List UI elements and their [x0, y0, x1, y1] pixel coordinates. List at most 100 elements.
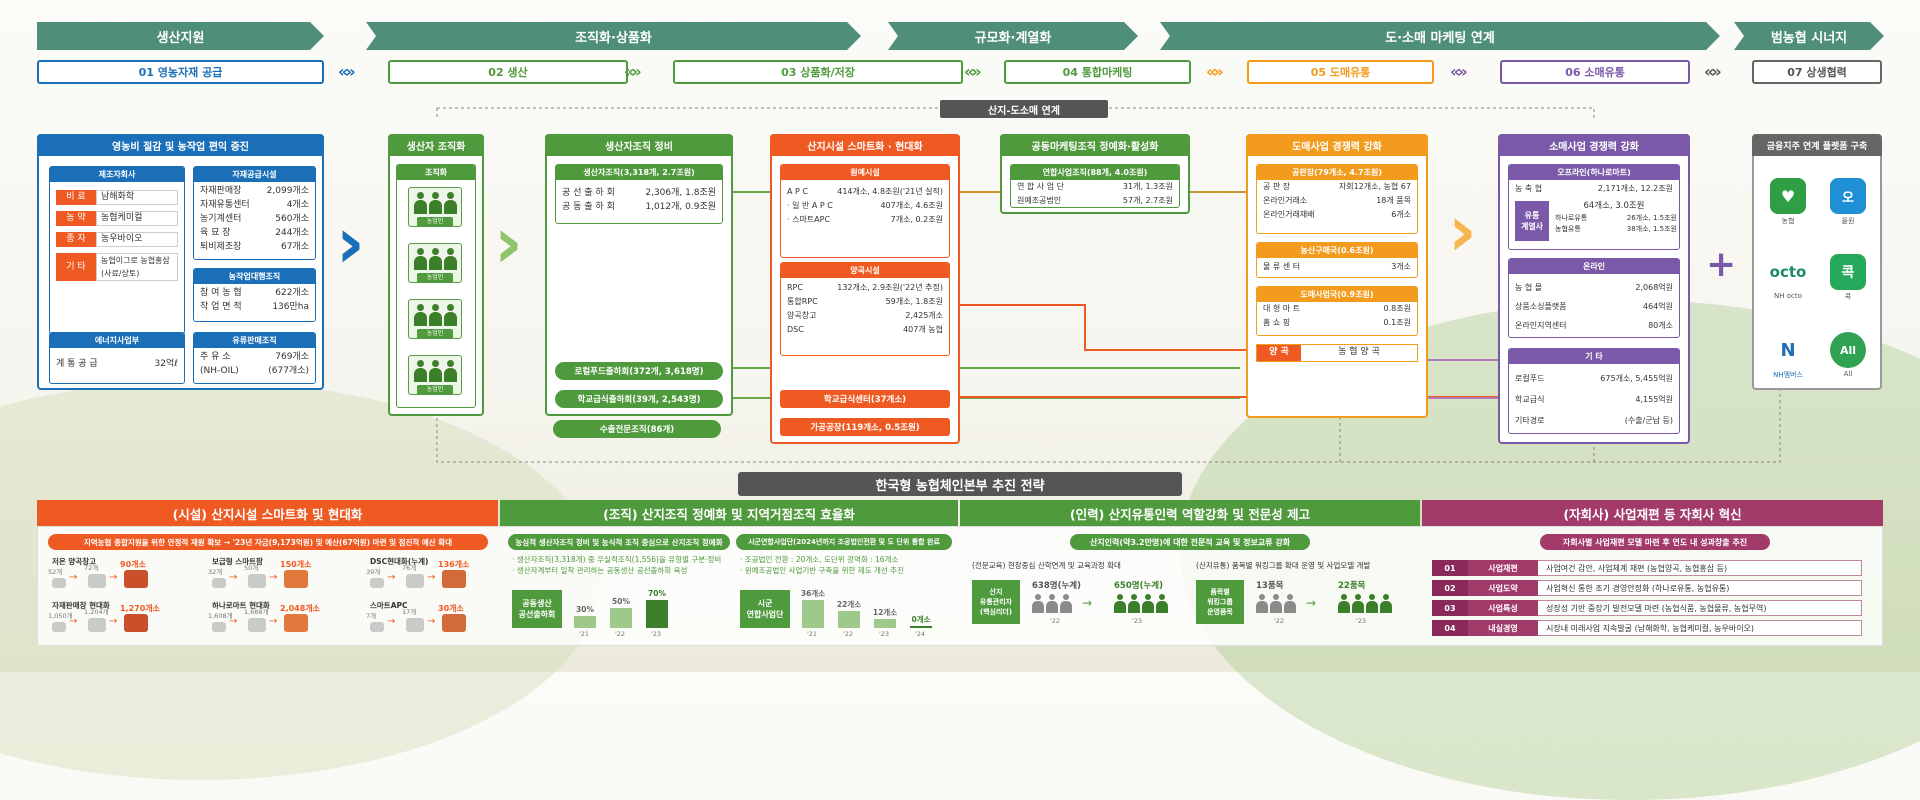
- b3-chart2-value: 22품목: [1338, 581, 1366, 591]
- person-icon: [1338, 594, 1350, 614]
- purchase-title: 농산구매국(0.6조원): [1257, 243, 1417, 258]
- b4-row-desc: 사업혁신 통한 조기 경영안정화 (하나로유통, 농협유통): [1538, 580, 1862, 596]
- panel-title: 공동마케팅조직 정예화·활성화: [1000, 134, 1190, 156]
- b2-chart2-year: '21: [807, 630, 818, 638]
- step-03: 03 상품화/저장: [673, 60, 963, 84]
- b2-chart2-bar: [838, 611, 860, 628]
- arrow-icon: →: [69, 572, 78, 583]
- b2-chart2-year: '24: [915, 630, 926, 638]
- nh-members-app-icon: N: [1770, 332, 1806, 368]
- person-icon: [1366, 594, 1378, 614]
- row: (NH-OIL)(677개소): [200, 366, 309, 376]
- b2-sub2: 시군연합사업단(2024년까지 조공법인전환 및 도 단위 통합 완료: [736, 534, 952, 550]
- stage-synergy: 범농협 시너지: [1734, 22, 1884, 50]
- b1-title: (시설) 산지시설 스마트화 및 현대화: [37, 500, 498, 526]
- b2-chart2-bar-label: 22개소: [836, 600, 862, 609]
- b1-item-value: 1,270개소: [120, 604, 161, 613]
- panel-title: 생산자 조직화: [388, 134, 484, 156]
- b3-chart2-year: '23: [1356, 617, 1367, 625]
- org-box: 조직화 농업인 농업인 농업인 농업인: [396, 164, 476, 408]
- farmer-group-icon: 농업인: [408, 187, 462, 227]
- b3-chart2-year: '22: [1274, 617, 1285, 625]
- b4-row-desc: 시장내 미래사업 지속발굴 (남해화학, 농협케미컬, 농우바이오): [1538, 620, 1862, 636]
- b2-chart1-bar-label: 50%: [612, 597, 630, 606]
- panel-joint-marketing: 공동마케팅조직 정예화·활성화 연합사업조직(88개, 4.0조원) 연 합 사…: [1000, 134, 1190, 214]
- b3-note: (산지유통) 품목별 워킹그룹 확대 운영 및 사업모델 개발: [1196, 561, 1371, 570]
- panel-title: 산지시설 스마트화 · 현대화: [770, 134, 960, 156]
- b4-row-num: 03: [1432, 600, 1468, 616]
- chevron-icon: «»: [624, 62, 642, 81]
- tag: 비 료: [56, 190, 96, 205]
- b2-chart1-year: '22: [615, 630, 626, 638]
- facility-icon: [248, 574, 266, 588]
- b3-sub: 산지인력(약3.2만명)에 대한 전문적 교육 및 정보교류 강화: [1070, 534, 1310, 550]
- tag: 종 자: [56, 232, 96, 247]
- step-02: 02 생산: [388, 60, 628, 84]
- facility-icon: [88, 574, 106, 588]
- grain-facility-title: 양곡시설: [781, 263, 949, 278]
- b1-item-label: 자재판매장 현대화: [52, 601, 110, 610]
- b1-item-value: 39개: [366, 568, 381, 576]
- farmer-group-icon: 농업인: [408, 299, 462, 339]
- tag-value: 남해화학: [96, 190, 178, 205]
- b1-item-value: 1,050개: [48, 612, 73, 620]
- b4-row-desc: 사업여건 감안, 사업체계 재편 (농협양곡, 농협홍삼 등): [1538, 560, 1862, 576]
- b4-row-num: 02: [1432, 580, 1468, 596]
- person-icon: [1142, 594, 1154, 614]
- facility-icon: [124, 570, 148, 588]
- b3-chart1-year: '22: [1050, 617, 1061, 625]
- b2-note: · 조공법인 전환 : 20개소, 도단위 광역화 : 16개소· 원예조공법인…: [740, 555, 904, 575]
- b1-item-value: 150개소: [280, 560, 312, 569]
- person-icon: [1284, 594, 1296, 614]
- b2-title: (조직) 산지조직 정예화 및 지역거점조직 효율화: [500, 500, 958, 526]
- facility-icon: [284, 614, 308, 632]
- org-sub-title: 조직화: [397, 165, 475, 180]
- panel-title: 생산자조직 정비: [545, 134, 733, 156]
- b1-item-value: 30개소: [438, 604, 464, 613]
- person-icon: [1156, 594, 1168, 614]
- tag: 농 약: [56, 211, 96, 226]
- app-label: 올원: [1841, 217, 1855, 225]
- person-icon: [1114, 594, 1126, 614]
- person-icon: [1256, 594, 1268, 614]
- person-icon: [1270, 594, 1282, 614]
- b2-chart1-bar: [574, 616, 596, 628]
- arrow-icon: →: [427, 616, 436, 627]
- facility-icon: [406, 574, 424, 588]
- etc-title: 기 타: [1509, 349, 1679, 364]
- person-icon: [1352, 594, 1364, 614]
- b1-item-value: 136개소: [438, 560, 470, 569]
- affiliate-badge: 유통 계열사: [1515, 201, 1549, 241]
- b1-item-value: 17개: [402, 608, 417, 616]
- processing-plant-pill: 가공공장(119개소, 0.5조원): [780, 418, 950, 436]
- b4-row-title: 사업재편: [1468, 560, 1538, 576]
- all-app-icon: All: [1830, 332, 1866, 368]
- b4-row-num: 04: [1432, 620, 1468, 636]
- panel-title: 소매사업 경쟁력 강화: [1498, 134, 1690, 156]
- b3-chart1-value: 638명(누계): [1032, 581, 1081, 591]
- arrow-icon: →: [109, 616, 118, 627]
